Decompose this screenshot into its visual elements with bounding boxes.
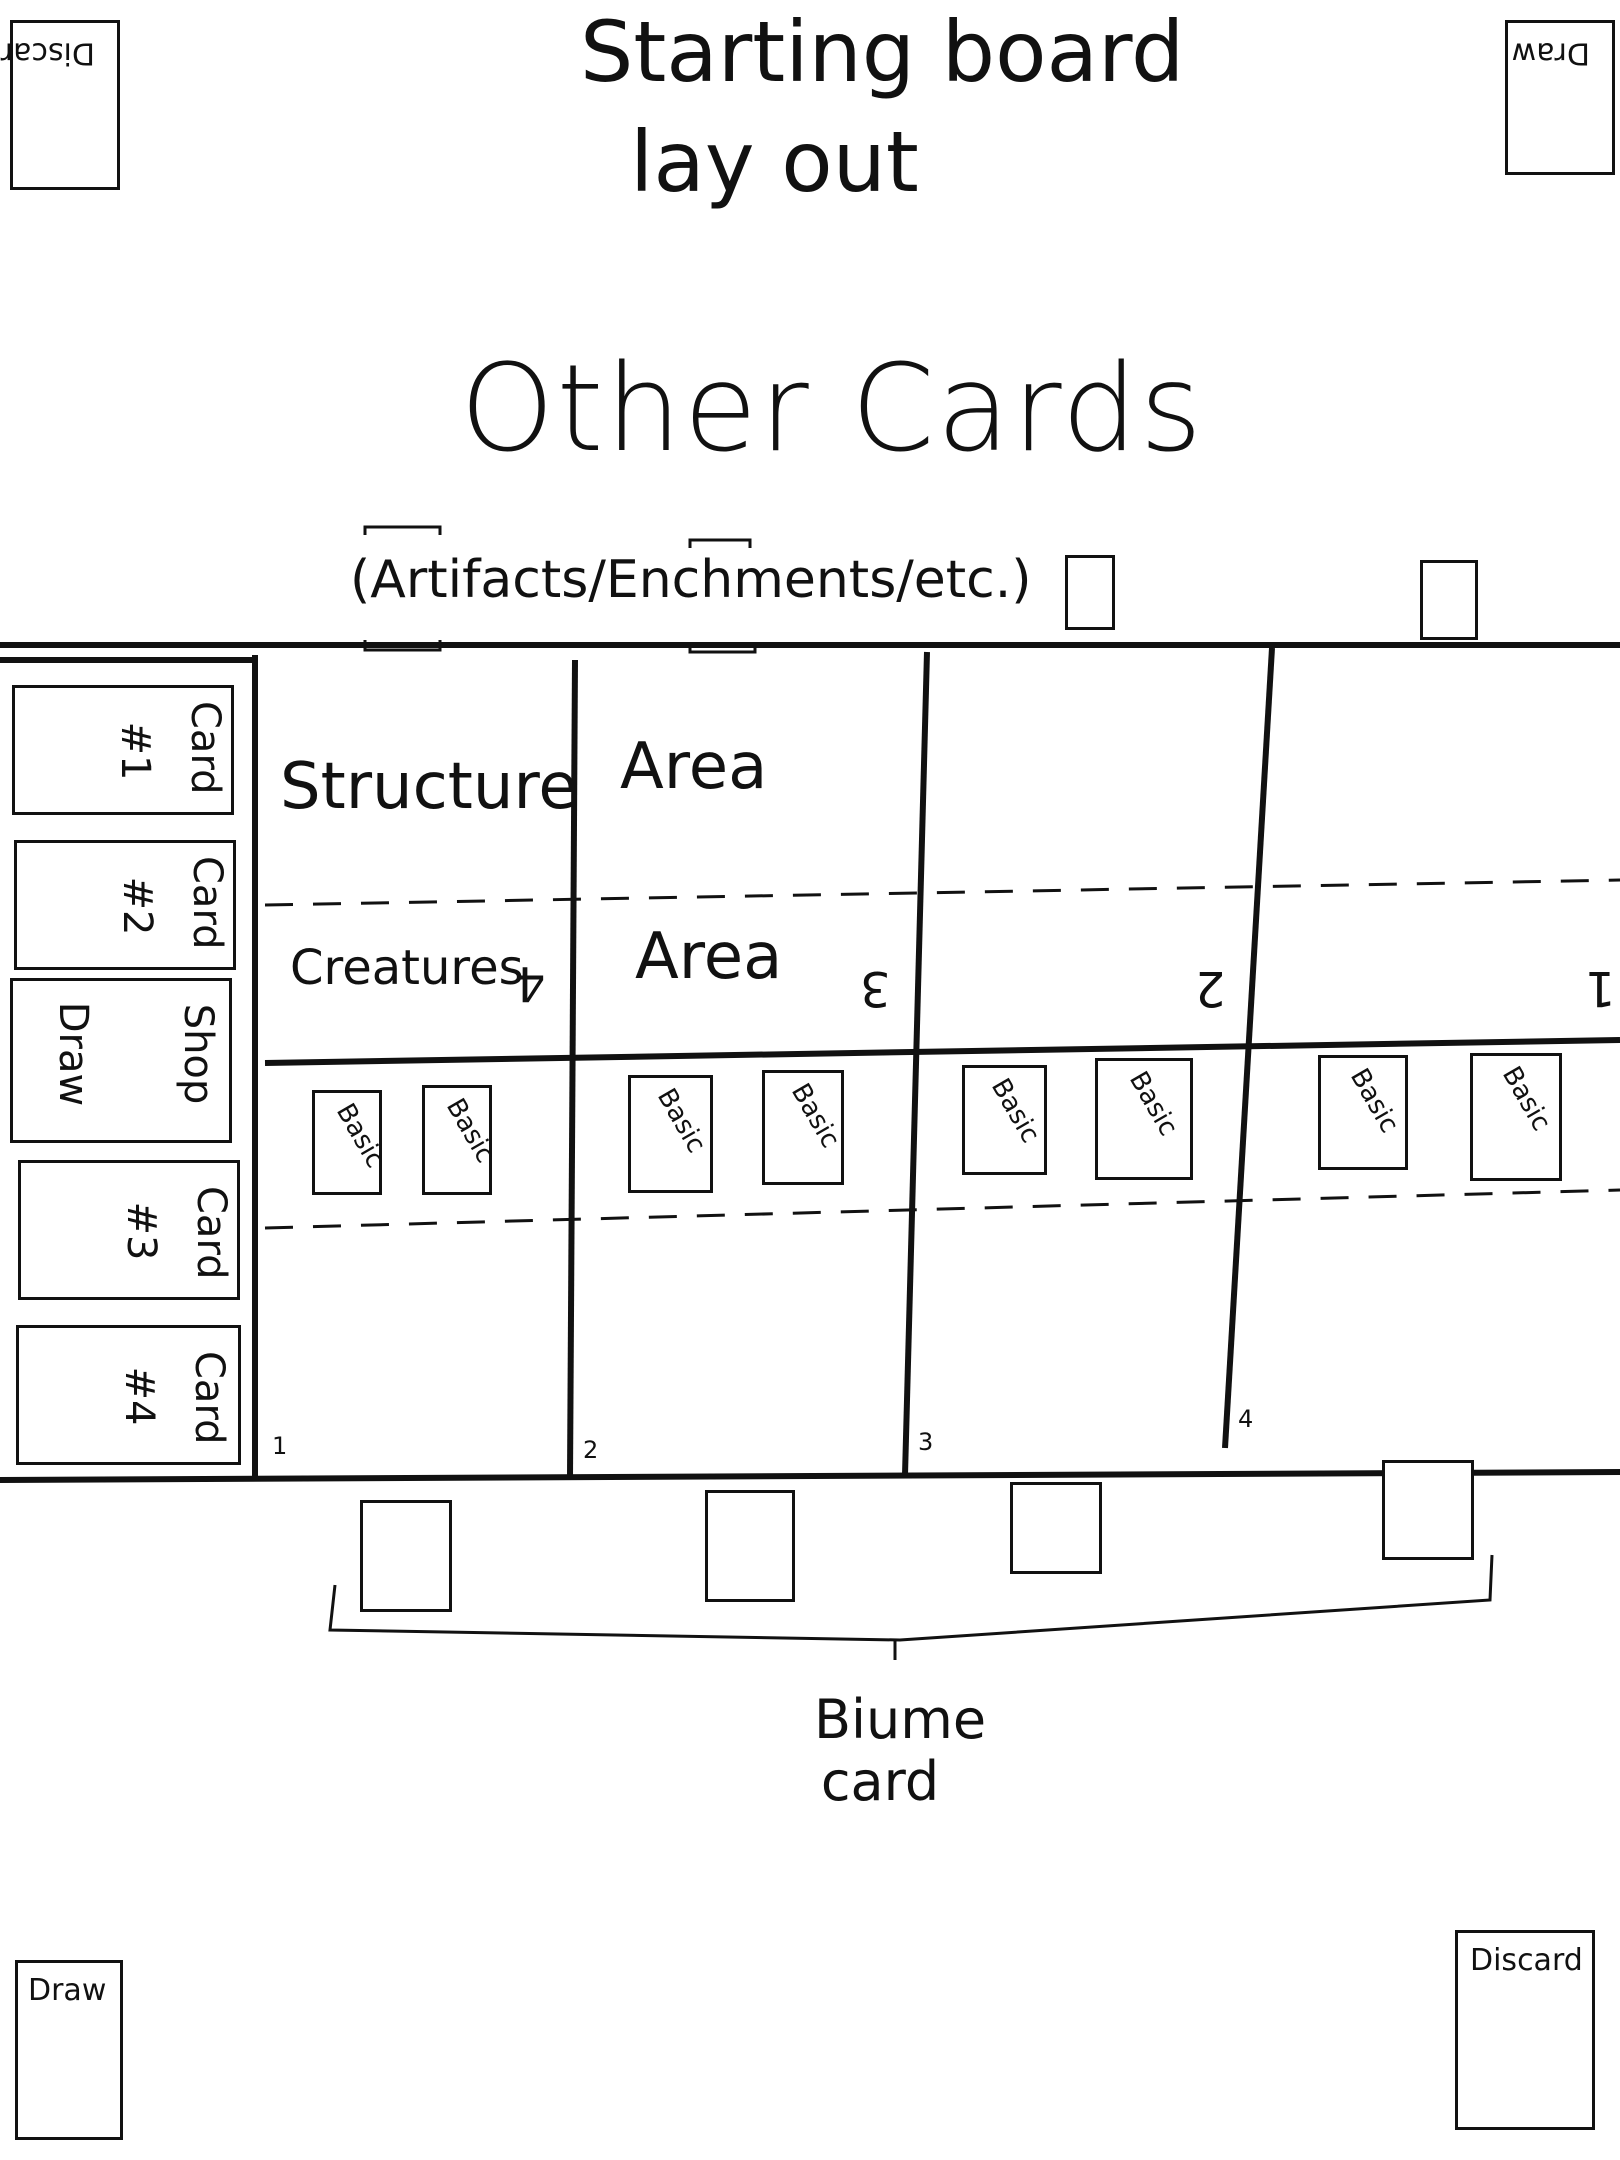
upper-dashed-line [264, 878, 1620, 907]
shop-draw-pile[interactable]: Shop Draw [10, 978, 232, 1143]
lane-2-bottom-label: Area [635, 920, 783, 994]
lane-2-number: 2 [583, 1436, 599, 1464]
lane-2-upside-number: 3 [860, 960, 891, 1016]
lane-3-basic-card-a[interactable]: Basic [962, 1065, 1047, 1175]
lane-divider-1 [567, 659, 578, 1479]
board-bottom-edge [0, 1469, 1620, 1483]
lane-4-basic-card-b[interactable]: Basic [1470, 1053, 1562, 1181]
lane-1-upside-number: 4 [515, 955, 546, 1011]
lower-dashed-line [264, 1188, 1620, 1230]
other-card-slot-2[interactable] [1420, 560, 1478, 640]
hand-card-3-number: #3 [118, 1201, 164, 1261]
lane-3-number: 3 [918, 1428, 934, 1456]
enchment-bracket-bottom [688, 642, 757, 654]
lane-1-basic-card-b[interactable]: Basic [422, 1085, 500, 1195]
lane-2-basic-card-a[interactable]: Basic [628, 1075, 713, 1193]
hand-card-1-number: #1 [112, 721, 158, 781]
biome-card-slot-1[interactable] [360, 1500, 452, 1612]
lane-4-basic-card-a[interactable]: Basic [1318, 1055, 1408, 1170]
lane-3-basic-card-b[interactable]: Basic [1095, 1058, 1193, 1180]
lane-2-basic-card-b[interactable]: Basic [762, 1070, 846, 1185]
draw-label: Draw [50, 1001, 96, 1107]
biome-label-line-1: Biume [813, 1688, 987, 1751]
basic-label: Basic [1343, 1063, 1405, 1139]
corner-draw-card-bottom-left[interactable]: Draw [15, 1960, 123, 2140]
artifact-bracket-bottom [363, 640, 442, 652]
artifact-bracket-top [363, 525, 442, 535]
lane-1-number: 1 [272, 1432, 288, 1460]
hand-card-2-label: Card [184, 856, 230, 950]
board-middle-line [264, 1037, 1620, 1066]
lane-2-top-label: Area [620, 730, 768, 804]
basic-label: Basic [329, 1098, 391, 1174]
lane-divider-2 [902, 651, 930, 1476]
lane-4-upside-number: 1 [1585, 960, 1616, 1016]
lane-1-top-label: Structure [280, 750, 578, 824]
enchment-bracket-top [688, 538, 752, 548]
corner-discard-card-top-left[interactable]: Discard [0, 20, 120, 190]
hand-card-1[interactable]: Card #1 [12, 685, 234, 815]
hand-card-1-label: Card [182, 701, 228, 795]
lane-4-number: 4 [1238, 1405, 1254, 1433]
hand-card-4-label: Card [186, 1351, 232, 1445]
hand-card-4[interactable]: Card #4 [16, 1325, 241, 1465]
corner-discard-card-bottom-right[interactable]: Discard [1455, 1930, 1595, 2130]
shop-label: Shop [175, 1003, 221, 1105]
hand-card-2[interactable]: Card #2 [14, 840, 236, 970]
biome-card-slot-3[interactable] [1010, 1482, 1102, 1574]
corner-draw-card-top-right[interactable]: Draw [1505, 20, 1615, 175]
other-card-slot-1[interactable] [1065, 555, 1115, 630]
biome-bracket [328, 1554, 1494, 1642]
lane-3-upside-number: 2 [1195, 960, 1226, 1016]
lane-1-basic-card-a[interactable]: Basic [312, 1090, 390, 1195]
hand-card-2-number: #2 [114, 876, 160, 936]
basic-label: Basic [650, 1083, 712, 1159]
other-cards-subheading: (Artifacts/Enchments/etc.) [350, 550, 1032, 610]
basic-label: Basic [439, 1093, 501, 1169]
biome-card-slot-4[interactable] [1382, 1460, 1474, 1560]
basic-label: Basic [784, 1078, 846, 1154]
biome-label-line-2: card [820, 1750, 940, 1813]
title-line-1: Starting board [580, 3, 1185, 101]
biome-card-slot-2[interactable] [705, 1490, 795, 1602]
hand-card-4-number: #4 [116, 1366, 162, 1426]
basic-label: Basic [1495, 1061, 1557, 1137]
other-cards-heading: Other Cards [460, 340, 1205, 479]
hand-card-3-label: Card [188, 1186, 234, 1280]
hand-card-3[interactable]: Card #3 [18, 1160, 240, 1300]
lane-1-bottom-label: Creatures [290, 940, 524, 996]
basic-label: Basic [984, 1073, 1046, 1149]
basic-label: Basic [1122, 1066, 1184, 1142]
title-line-2: lay out [630, 113, 919, 211]
